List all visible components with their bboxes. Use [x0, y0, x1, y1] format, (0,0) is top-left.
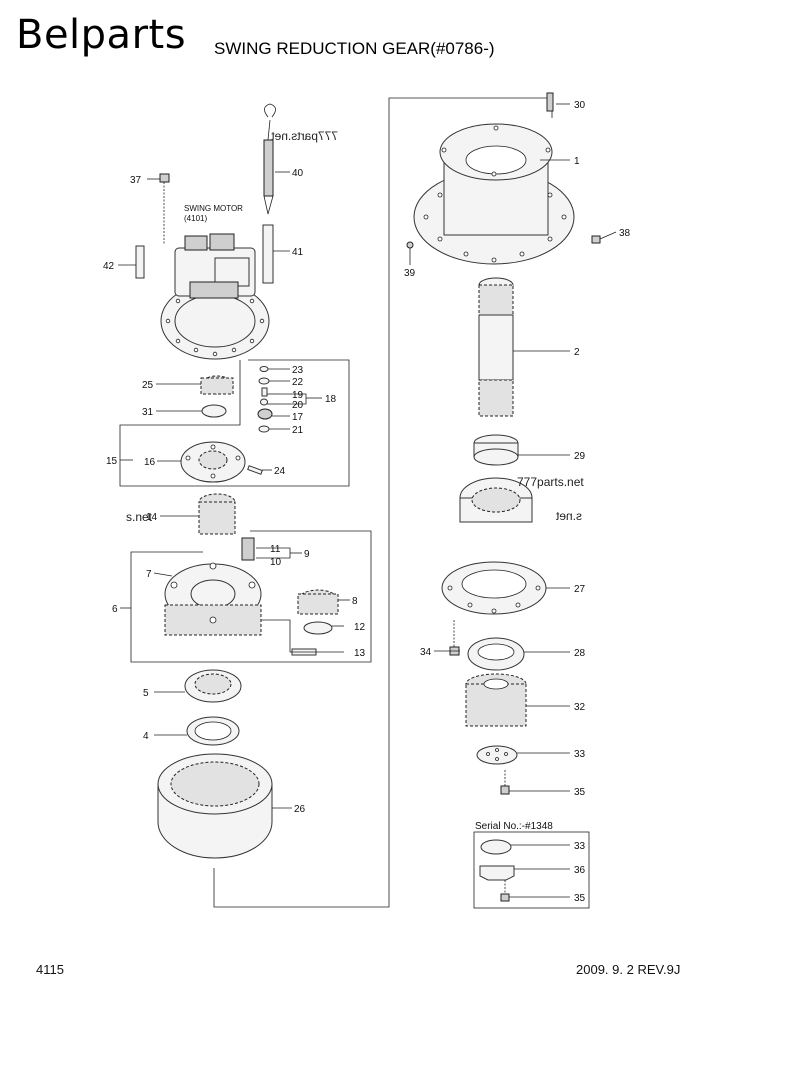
label-42: 42	[103, 261, 115, 272]
watermark-left: s.net	[126, 510, 153, 524]
label-14: 14	[146, 512, 158, 523]
label-8: 8	[352, 596, 358, 607]
label-4: 4	[143, 731, 149, 742]
label-32: 32	[574, 702, 586, 713]
label-serial-35: 35	[574, 893, 586, 904]
label-10: 10	[270, 557, 282, 568]
pinion-32-drawing	[465, 673, 527, 727]
pin-30-drawing	[546, 92, 554, 112]
label-40: 40	[292, 168, 304, 179]
small-parts-kit-drawing	[247, 366, 273, 475]
brand-logo: Belparts	[16, 12, 187, 58]
watermark-right-2: s.net	[555, 509, 582, 523]
label-2: 2	[574, 347, 580, 358]
revision-date: 2009. 9. 2 REV.9J	[576, 962, 681, 977]
carrier-7-drawing	[164, 562, 262, 636]
label-17: 17	[292, 412, 304, 423]
bolt-35-drawing	[500, 770, 510, 795]
dipstick-40-drawing	[263, 103, 276, 215]
label-28: 28	[574, 648, 586, 659]
label-7: 7	[146, 569, 152, 580]
label-41: 41	[292, 247, 304, 258]
ring-29-drawing	[473, 434, 519, 466]
label-5: 5	[143, 688, 149, 699]
bearing-5-drawing	[184, 669, 242, 703]
label-31: 31	[142, 407, 154, 418]
label-6: 6	[112, 604, 118, 615]
serial-variant-box	[473, 831, 590, 909]
pin-42-drawing	[135, 245, 145, 279]
label-39: 39	[404, 268, 416, 279]
page-number: 4115	[36, 962, 64, 977]
swing-motor-label: SWING MOTOR	[184, 204, 243, 213]
label-26: 26	[294, 804, 306, 815]
label-9: 9	[304, 549, 310, 560]
bolt-37-drawing	[159, 173, 170, 244]
label-24: 24	[274, 466, 286, 477]
label-37: 37	[130, 175, 142, 186]
label-29: 29	[574, 451, 586, 462]
serial-lock-plate-36-drawing	[479, 865, 515, 881]
label-21: 21	[292, 425, 304, 436]
plug-38-drawing	[591, 235, 601, 244]
seal-28-drawing	[467, 637, 525, 671]
flange-27-drawing	[441, 561, 547, 615]
watermarks: 777parts.net s.net 777parts.net s.net	[126, 129, 584, 524]
serial-plate-33-drawing	[480, 839, 512, 855]
swing-motor-drawing	[160, 233, 270, 360]
diagram-title: SWING REDUCTION GEAR(#0786-)	[214, 39, 495, 58]
label-serial-33: 33	[574, 841, 586, 852]
plug-39-drawing	[406, 241, 414, 249]
seal-4-drawing	[186, 716, 240, 746]
roller-bearing-drawing	[459, 477, 533, 523]
kit-6-outline	[130, 530, 372, 663]
label-27: 27	[574, 584, 586, 595]
label-11: 11	[270, 544, 281, 555]
serial-note: Serial No.:-#1348	[475, 821, 553, 832]
watermark-top: 777parts.net	[271, 129, 338, 143]
sun-gear-14-drawing	[198, 493, 236, 535]
label-13: 13	[354, 648, 366, 659]
label-16: 16	[144, 457, 156, 468]
label-12: 12	[354, 622, 366, 633]
planetary-carrier-16-drawing	[180, 441, 246, 483]
ring-gear-26-drawing	[157, 753, 273, 859]
label-serial-36: 36	[574, 865, 586, 876]
label-33: 33	[574, 749, 586, 760]
label-38: 38	[619, 228, 631, 239]
label-23: 23	[292, 365, 304, 376]
plate-33-drawing	[476, 745, 518, 765]
kit-15-outline	[119, 359, 350, 487]
pipe-41-drawing	[262, 224, 274, 284]
pin-11-drawing	[241, 537, 255, 561]
pinion-shaft-2-drawing	[478, 277, 514, 417]
gear-25-drawing	[200, 375, 234, 395]
label-15: 15	[106, 456, 118, 467]
swing-motor-ref: (4101)	[184, 214, 207, 223]
label-19: 19	[292, 390, 304, 401]
label-18: 18	[325, 394, 337, 405]
label-30: 30	[574, 100, 586, 111]
planet-gear-8-drawing	[297, 589, 339, 615]
label-1: 1	[574, 156, 580, 167]
label-20: 20	[292, 400, 304, 411]
label-22: 22	[292, 377, 304, 388]
housing-1-drawing	[413, 123, 575, 265]
washer-12-drawing	[303, 621, 333, 635]
bolt-34-drawing	[449, 620, 460, 656]
leader-lines	[118, 103, 617, 898]
watermark-right: 777parts.net	[517, 475, 584, 489]
part-labels: 30 1 38 39 2 29 27 34 28 32 33 35 Serial…	[103, 100, 631, 904]
washer-31-drawing	[201, 404, 227, 418]
label-25: 25	[142, 380, 154, 391]
label-35: 35	[574, 787, 586, 798]
label-34: 34	[420, 647, 432, 658]
serial-bolt-35-drawing	[500, 880, 510, 902]
